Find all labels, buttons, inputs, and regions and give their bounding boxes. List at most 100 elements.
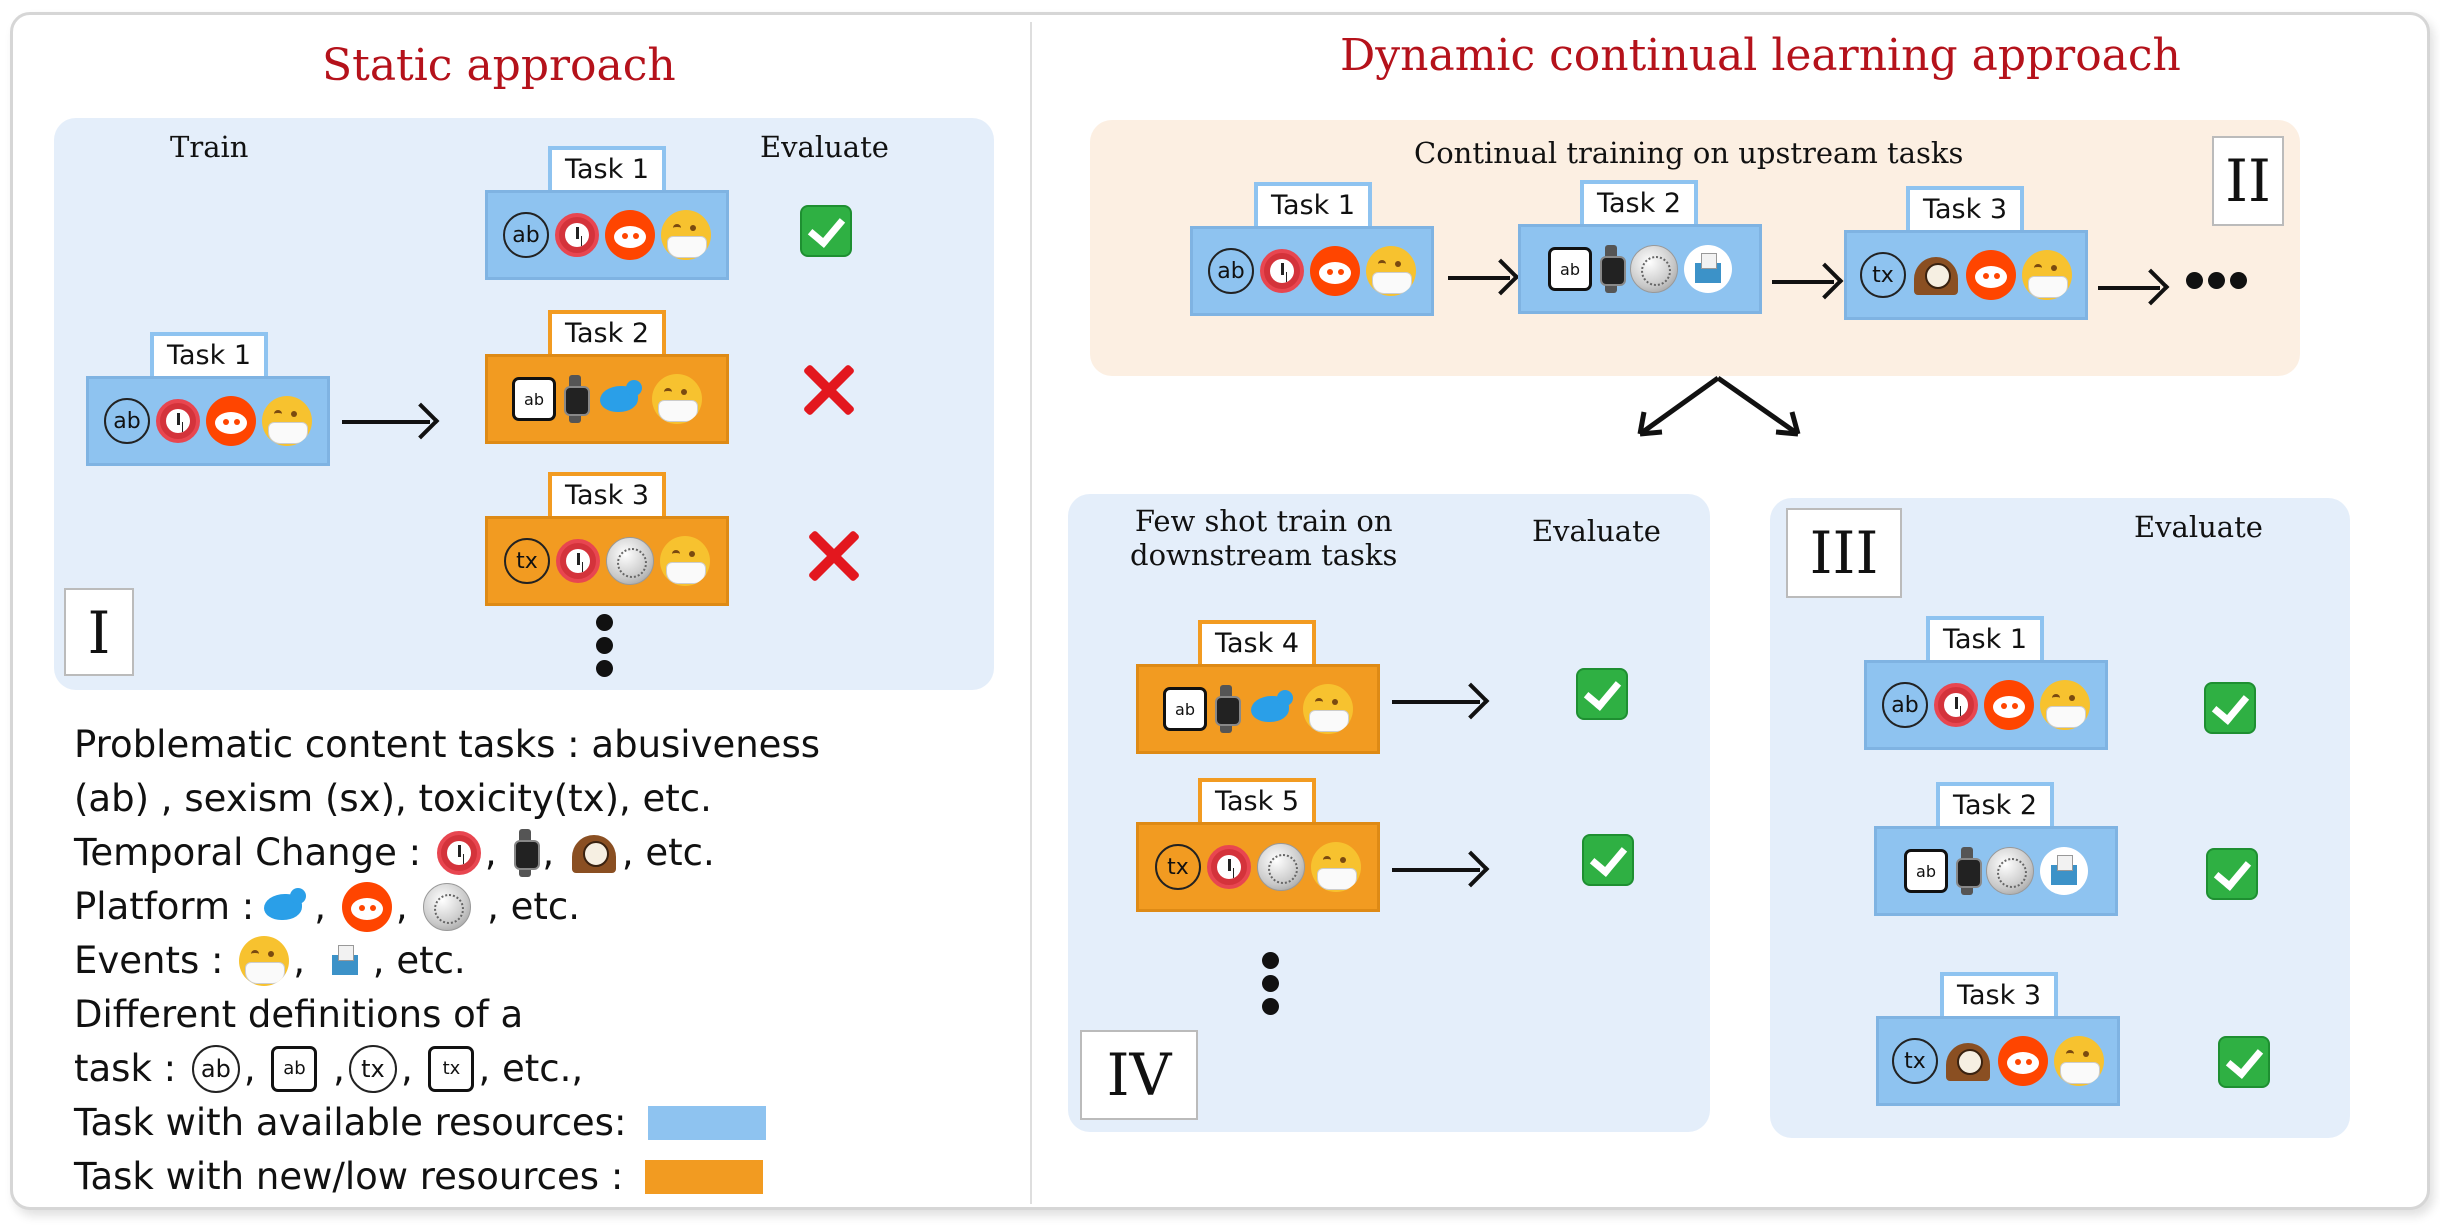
alarm-clock-icon [555,213,599,257]
ballot-box-icon [1684,245,1732,293]
mask-face-icon [2022,250,2072,300]
circle-ab-icon: ab [104,398,150,444]
mask-face-icon [2054,1036,2104,1086]
check-icon [800,205,852,257]
eval-task2-tag: Task 2 [1936,782,2054,826]
eval-task1-box: ab [1864,660,2108,750]
circle-ab-icon: ab [503,212,549,258]
mantel-clock-icon [1944,1039,1992,1083]
mantel-clock-icon [570,831,618,875]
circle-ab-icon: ab [191,1045,240,1093]
panel-label-IV: IV [1080,1030,1198,1120]
square-ab-icon: ab [271,1046,318,1092]
mask-face-icon [239,936,290,986]
eval-task3-tag: Task 3 [1940,972,2058,1016]
alarm-clock-icon [156,399,200,443]
square-ab-icon: ab [512,377,556,421]
circle-tx-icon: tx [1860,252,1906,298]
mask-face-icon [1311,842,1361,892]
watch-icon [1954,847,1982,895]
panel-label-I: I [64,588,134,676]
alarm-clock-icon [436,831,481,875]
legend-platform: Platform : , , , etc. [74,880,820,934]
circle-tx-icon: tx [1155,844,1201,890]
legend-available: Task with available resources: [74,1096,820,1150]
mask-face-icon [1303,684,1353,734]
section-divider [1030,22,1032,1204]
more-tasks-dots [596,614,614,683]
mantel-clock-icon [1912,253,1960,297]
mask-face-icon [2040,680,2090,730]
square-ab-icon: ab [1548,247,1592,291]
circle-tx-icon: tx [348,1045,397,1093]
reddit-icon [1310,246,1360,296]
dynamic-approach-title: Dynamic continual learning approach [1340,30,2181,81]
few-shot-evaluate-label: Evaluate [1532,514,1661,548]
watch-icon [512,829,541,877]
circle-ab-icon: ab [1208,248,1254,294]
train-label: Train [170,130,249,164]
static-eval-task1-box: ab [485,190,729,280]
square-tx-icon: tx [428,1046,475,1092]
legend-line-1: Problematic content tasks : abusiveness [74,723,820,766]
legend-temporal: Temporal Change : , , , etc. [74,826,820,880]
alarm-clock-icon [1934,683,1978,727]
reddit-icon [206,396,256,446]
eval-task1-tag: Task 1 [1926,616,2044,660]
upstream-task2-box: ab [1518,224,1762,314]
upstream-arrow-3 [2098,286,2160,290]
reddit-icon [1998,1036,2048,1086]
square-ab-icon: ab [1163,687,1207,731]
few-task4-arrow [1392,700,1480,704]
check-icon [1576,668,1628,720]
legend-definitions-2: task : ab, ab , tx, tx , etc., [74,1042,820,1096]
split-arrows [1637,375,1801,437]
upstream-task3-tag: Task 3 [1906,186,2024,230]
few-task5-arrow [1392,868,1480,872]
wikipedia-icon [606,537,654,585]
more-upstream-dots [2186,272,2247,289]
few-task5-box: tx [1136,822,1380,912]
eval-task3-box: tx [1876,1016,2120,1106]
alarm-clock-icon [556,539,600,583]
wikipedia-icon [1986,847,2034,895]
panel-label-III: III [1786,508,1902,598]
reddit-icon [1966,250,2016,300]
train-arrow [342,420,430,424]
watch-icon [1213,685,1241,733]
wikipedia-icon [1630,245,1678,293]
few-task5-tag: Task 5 [1198,778,1316,822]
check-icon [2206,848,2258,900]
upstream-task1-tag: Task 1 [1254,182,1372,226]
evaluate-label: Evaluate [760,130,889,164]
twitter-icon [594,378,646,420]
more-downstream-dots [1262,952,1280,1021]
check-icon [2218,1036,2270,1088]
train-task-tag: Task 1 [150,332,268,376]
upstream-label: Continual training on upstream tasks [1414,136,1964,170]
panel-label-II: II [2212,136,2284,226]
legend-new-low: Task with new/low resources : [74,1150,820,1204]
alarm-clock-icon [1207,845,1251,889]
mask-face-icon [652,374,702,424]
square-ab-icon: ab [1904,849,1948,893]
reddit-icon [605,210,655,260]
twitter-icon [258,886,310,928]
evaluate-upstream-label: Evaluate [2134,510,2263,544]
wikipedia-icon [1257,843,1305,891]
legend-definitions-1: Different definitions of a [74,993,524,1036]
watch-icon [1598,245,1626,293]
eval-task2-box: ab [1874,826,2118,916]
mask-face-icon [1366,246,1416,296]
mask-face-icon [660,536,710,586]
new-low-swatch [645,1160,764,1194]
static-eval-task2-tag: Task 2 [548,310,666,354]
ballot-box-icon [320,937,369,985]
reddit-icon [341,882,392,932]
upstream-arrow-1 [1448,276,1510,280]
twitter-icon [1245,688,1297,730]
static-approach-title: Static approach [322,40,676,91]
mask-face-icon [262,396,312,446]
upstream-task2-tag: Task 2 [1580,180,1698,224]
check-icon [1582,834,1634,886]
